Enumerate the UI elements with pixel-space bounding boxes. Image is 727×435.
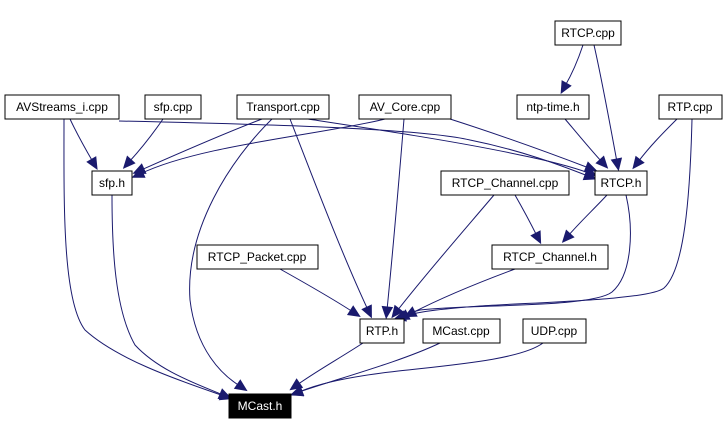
edge-line xyxy=(449,118,590,169)
edge-line xyxy=(189,118,273,387)
edge-line xyxy=(128,118,164,163)
edge-line xyxy=(564,118,603,163)
arrowhead-icon xyxy=(583,161,598,173)
arrowhead-icon xyxy=(560,80,572,95)
edge-rtcp-cpp-to-ntp-time xyxy=(560,44,584,95)
edge-rtcp-cpp-to-rtcp-h xyxy=(593,44,623,172)
arrowhead-icon xyxy=(610,157,623,172)
node-avstreams-i-cpp[interactable]: AVStreams_i.cpp xyxy=(4,94,120,120)
edge-line xyxy=(401,118,693,318)
edge-line xyxy=(307,118,590,174)
edge-rtcp-channel-h-to-rtp-h xyxy=(403,268,516,318)
node-av-core-cpp-label: AV_Core.cpp xyxy=(370,100,441,114)
edge-av-core-to-rtcp-h xyxy=(449,118,598,173)
edge-transport-to-rtcp-h xyxy=(307,118,598,178)
arrowhead-icon xyxy=(391,304,404,319)
arrowhead-icon xyxy=(595,155,609,169)
node-rtcp-channel-cpp[interactable]: RTCP_Channel.cpp xyxy=(440,170,570,196)
edge-sfp-h-to-mcast-h xyxy=(111,194,232,400)
arrowhead-icon xyxy=(86,156,98,170)
arrowhead-icon xyxy=(122,155,136,169)
node-rtcp-h-label: RTCP.h xyxy=(601,176,642,190)
edge-line xyxy=(514,194,538,237)
node-sfp-h-label: sfp.h xyxy=(99,176,125,190)
node-av-core-cpp[interactable]: AV_Core.cpp xyxy=(358,94,452,120)
node-rtcp-channel-h[interactable]: RTCP_Channel.h xyxy=(491,244,609,270)
arrowhead-icon xyxy=(346,305,361,317)
edge-av-core-to-rtp-h xyxy=(381,118,405,320)
edge-line xyxy=(386,118,405,311)
edge-udp-cpp-to-mcast-h xyxy=(290,342,544,397)
edge-transport-to-sfp-h xyxy=(132,118,263,174)
node-rtcp-packet-cpp[interactable]: RTCP_Packet.cpp xyxy=(196,244,319,270)
edge-sfp-cpp-to-sfp-h xyxy=(122,118,164,169)
edge-line xyxy=(111,194,224,396)
arrowhead-icon xyxy=(233,379,248,392)
edge-line xyxy=(140,118,263,171)
node-sfp-cpp[interactable]: sfp.cpp xyxy=(144,94,202,120)
arrowhead-icon xyxy=(131,167,146,178)
node-sfp-cpp-label: sfp.cpp xyxy=(154,100,193,114)
edge-ntp-time-to-rtcp-h xyxy=(564,118,609,169)
node-avstreams-i-cpp-label: AVStreams_i.cpp xyxy=(16,100,108,114)
edge-layer xyxy=(63,44,693,401)
arrowhead-icon xyxy=(217,388,232,400)
edge-rtcp-channel-cpp-to-rtp-h xyxy=(391,194,495,319)
edge-line xyxy=(593,44,618,163)
node-rtp-h-label: RTP.h xyxy=(366,324,398,338)
node-rtcp-packet-cpp-label: RTCP_Packet.cpp xyxy=(208,250,307,264)
node-transport-cpp-label: Transport.cpp xyxy=(246,100,320,114)
arrowhead-icon xyxy=(530,230,542,245)
edge-line xyxy=(298,342,544,393)
node-rtp-cpp[interactable]: RTP.cpp xyxy=(658,94,723,120)
node-rtcp-h[interactable]: RTCP.h xyxy=(594,170,648,196)
edge-line xyxy=(298,342,441,393)
edge-av-core-to-sfp-h xyxy=(131,118,386,178)
edge-transport-to-mcast-h xyxy=(189,118,273,392)
edge-line xyxy=(279,268,354,313)
edge-line xyxy=(396,194,495,312)
edge-rtcp-channel-cpp-to-rtcp-channel-h xyxy=(514,194,542,245)
edge-line xyxy=(69,118,94,163)
edge-avstreams-to-sfp-h xyxy=(69,118,98,170)
node-ntp-time-h-label: ntp-time.h xyxy=(526,100,579,114)
node-udp-cpp-label: UDP.cpp xyxy=(531,324,578,338)
edge-line xyxy=(411,268,516,314)
node-rtcp-channel-cpp-label: RTCP_Channel.cpp xyxy=(452,176,559,190)
node-sfp-h[interactable]: sfp.h xyxy=(91,170,133,196)
node-transport-cpp[interactable]: Transport.cpp xyxy=(236,94,330,120)
edge-line xyxy=(139,118,386,175)
arrowhead-icon xyxy=(290,385,305,397)
node-rtcp-cpp[interactable]: RTCP.cpp xyxy=(554,20,622,46)
node-udp-cpp[interactable]: UDP.cpp xyxy=(522,318,587,344)
arrowhead-icon xyxy=(561,229,575,243)
node-ntp-time-h[interactable]: ntp-time.h xyxy=(516,94,590,120)
edge-line xyxy=(637,118,678,163)
node-layer: RTCP.cpp AVStreams_i.cpp sfp.cpp Transpo… xyxy=(4,20,723,419)
node-mcast-h-focus[interactable]: MCast.h xyxy=(228,393,292,419)
node-rtcp-cpp-label: RTCP.cpp xyxy=(561,26,615,40)
node-rtcp-channel-h-label: RTCP_Channel.h xyxy=(503,250,597,264)
node-rtp-cpp-label: RTP.cpp xyxy=(668,100,713,114)
edge-rtcp-packet-to-rtp-h xyxy=(279,268,361,317)
node-mcast-h-label: MCast.h xyxy=(238,399,283,413)
arrowhead-icon xyxy=(403,306,418,318)
edge-rtp-cpp-to-rtp-h xyxy=(393,118,693,322)
edge-line xyxy=(296,342,364,386)
edge-rtp-cpp-to-rtcp-h xyxy=(632,118,678,170)
edge-line xyxy=(289,118,369,311)
edge-line xyxy=(567,194,608,237)
arrowhead-icon xyxy=(632,155,645,170)
edge-line xyxy=(564,44,584,87)
edge-transport-to-rtp-h xyxy=(289,118,372,319)
arrowhead-icon xyxy=(381,305,394,320)
edge-rtcp-h-to-rtcp-channel-h xyxy=(561,194,608,243)
node-mcast-cpp-label: MCast.cpp xyxy=(432,324,490,338)
arrowhead-icon xyxy=(361,304,372,319)
node-rtp-h[interactable]: RTP.h xyxy=(359,318,405,344)
edge-line xyxy=(63,118,225,397)
node-mcast-cpp[interactable]: MCast.cpp xyxy=(422,318,501,344)
